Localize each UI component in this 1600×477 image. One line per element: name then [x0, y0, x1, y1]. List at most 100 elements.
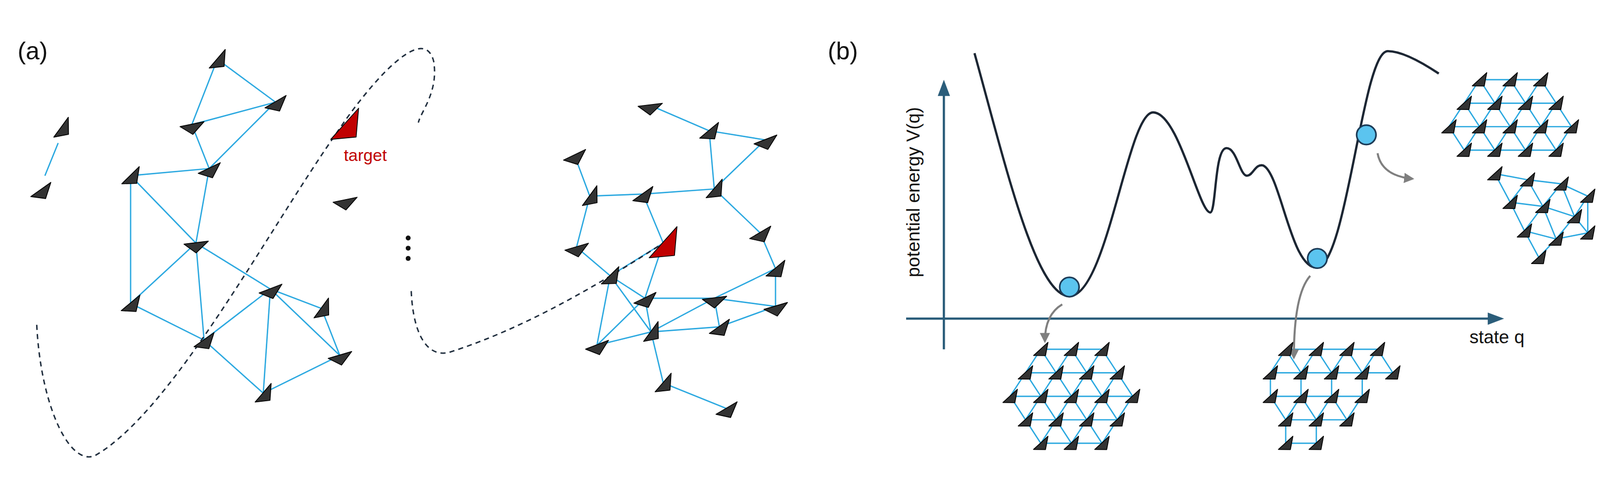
agent-triangle	[1094, 341, 1110, 356]
agent-triangle	[333, 196, 358, 210]
agent-triangle	[1580, 225, 1595, 240]
agent-triangle	[702, 295, 727, 308]
agent-triangle	[1549, 231, 1564, 245]
agent-triangle	[764, 302, 788, 316]
agent-triangle	[716, 401, 738, 418]
state-ball	[1307, 248, 1327, 268]
interaction-link	[649, 104, 710, 131]
agent-triangle	[1339, 412, 1355, 426]
agent-triangle	[1503, 119, 1518, 134]
interaction-link	[192, 101, 276, 125]
agent-triangle	[1324, 388, 1339, 403]
agent-triangle	[1324, 365, 1339, 379]
agent-triangle	[709, 319, 730, 336]
interaction-link	[195, 242, 271, 290]
agent-triangle	[1309, 412, 1324, 426]
axis-arrowhead	[1487, 312, 1504, 325]
agent-triangle	[180, 121, 205, 135]
agent-triangle	[1355, 365, 1370, 379]
agent-triangle	[699, 122, 719, 139]
agent-triangle	[1309, 341, 1324, 356]
interaction-link	[263, 355, 340, 393]
agent-triangle	[209, 49, 226, 69]
agent-triangle	[1033, 436, 1048, 450]
pointer-arrow	[1044, 303, 1063, 341]
agent-triangle	[1487, 96, 1503, 110]
interaction-link	[270, 289, 340, 356]
agent-triangle	[1535, 198, 1551, 213]
agent-triangle	[1549, 143, 1564, 157]
interaction-link	[130, 242, 196, 304]
agent-triangle	[1553, 176, 1569, 191]
agent-triangle	[1064, 388, 1079, 403]
agent-triangle	[1110, 365, 1125, 379]
agent-triangle	[1033, 388, 1048, 403]
interaction-link	[195, 242, 204, 340]
agent-triangle	[1531, 249, 1547, 264]
agent-triangle	[1520, 172, 1535, 187]
agent-triangle	[1094, 388, 1110, 403]
agent-triangle	[328, 351, 352, 365]
agent-triangle	[601, 266, 619, 284]
ellipsis-dot	[405, 235, 411, 241]
agent-triangle	[1487, 143, 1503, 157]
agent-triangle	[1293, 388, 1309, 403]
axis-title: potential energy V(q)	[904, 106, 923, 277]
agent-triangle	[1441, 119, 1456, 134]
agent-triangle	[643, 321, 659, 341]
agent-triangle	[1309, 436, 1324, 450]
agent-triangle	[564, 242, 589, 257]
agent-triangle	[1018, 365, 1033, 379]
agent-triangle	[1002, 388, 1018, 403]
interaction-link	[714, 268, 776, 298]
agent-triangle	[1533, 72, 1549, 87]
agent-triangle	[1563, 119, 1579, 134]
interaction-link	[709, 130, 766, 141]
agent-triangle	[633, 291, 657, 307]
agent-triangle	[1262, 365, 1278, 379]
agent-triangle	[184, 241, 209, 253]
agent-triangle	[258, 284, 282, 299]
agent-layer	[30, 49, 1596, 450]
state-ball	[1356, 125, 1376, 145]
interaction-link	[130, 302, 204, 340]
agent-triangle	[1018, 412, 1033, 426]
agent-triangle	[1518, 143, 1533, 157]
agent-triangle	[753, 135, 777, 150]
agent-triangle	[1533, 119, 1549, 134]
interaction-link	[663, 382, 727, 409]
interaction-link	[209, 101, 276, 169]
agent-triangle	[1293, 365, 1309, 379]
interaction-link	[203, 339, 264, 393]
ellipsis-dot	[405, 245, 411, 251]
agent-triangle	[1079, 412, 1094, 426]
agent-triangle	[1110, 412, 1125, 426]
agent-triangle	[197, 162, 221, 178]
interaction-link	[217, 59, 276, 103]
agent-triangle	[637, 102, 663, 115]
energy-curve	[974, 50, 1439, 296]
interaction-link	[263, 289, 271, 393]
agent-triangle	[264, 95, 287, 112]
interaction-link	[589, 193, 643, 196]
state-ball	[1059, 277, 1079, 297]
axis-arrowhead	[937, 79, 951, 97]
agent-triangle	[121, 294, 141, 312]
agent-triangle	[1472, 119, 1487, 134]
interaction-link	[195, 168, 210, 243]
agent-triangle	[121, 166, 140, 184]
pointer-arrow	[1377, 152, 1413, 179]
agent-triangle	[1278, 341, 1293, 356]
trajectory-dashed	[411, 242, 664, 353]
agent-triangle	[1355, 388, 1370, 403]
interaction-link	[270, 289, 322, 309]
agent-triangle	[1370, 341, 1385, 356]
agent-triangle	[632, 186, 654, 203]
agent-triangle	[1048, 412, 1064, 426]
agent-triangle	[582, 185, 598, 206]
agent-triangle	[563, 149, 586, 165]
panel-label: (b)	[827, 38, 859, 64]
agent-triangle	[1033, 341, 1048, 356]
agent-triangle	[585, 339, 609, 355]
